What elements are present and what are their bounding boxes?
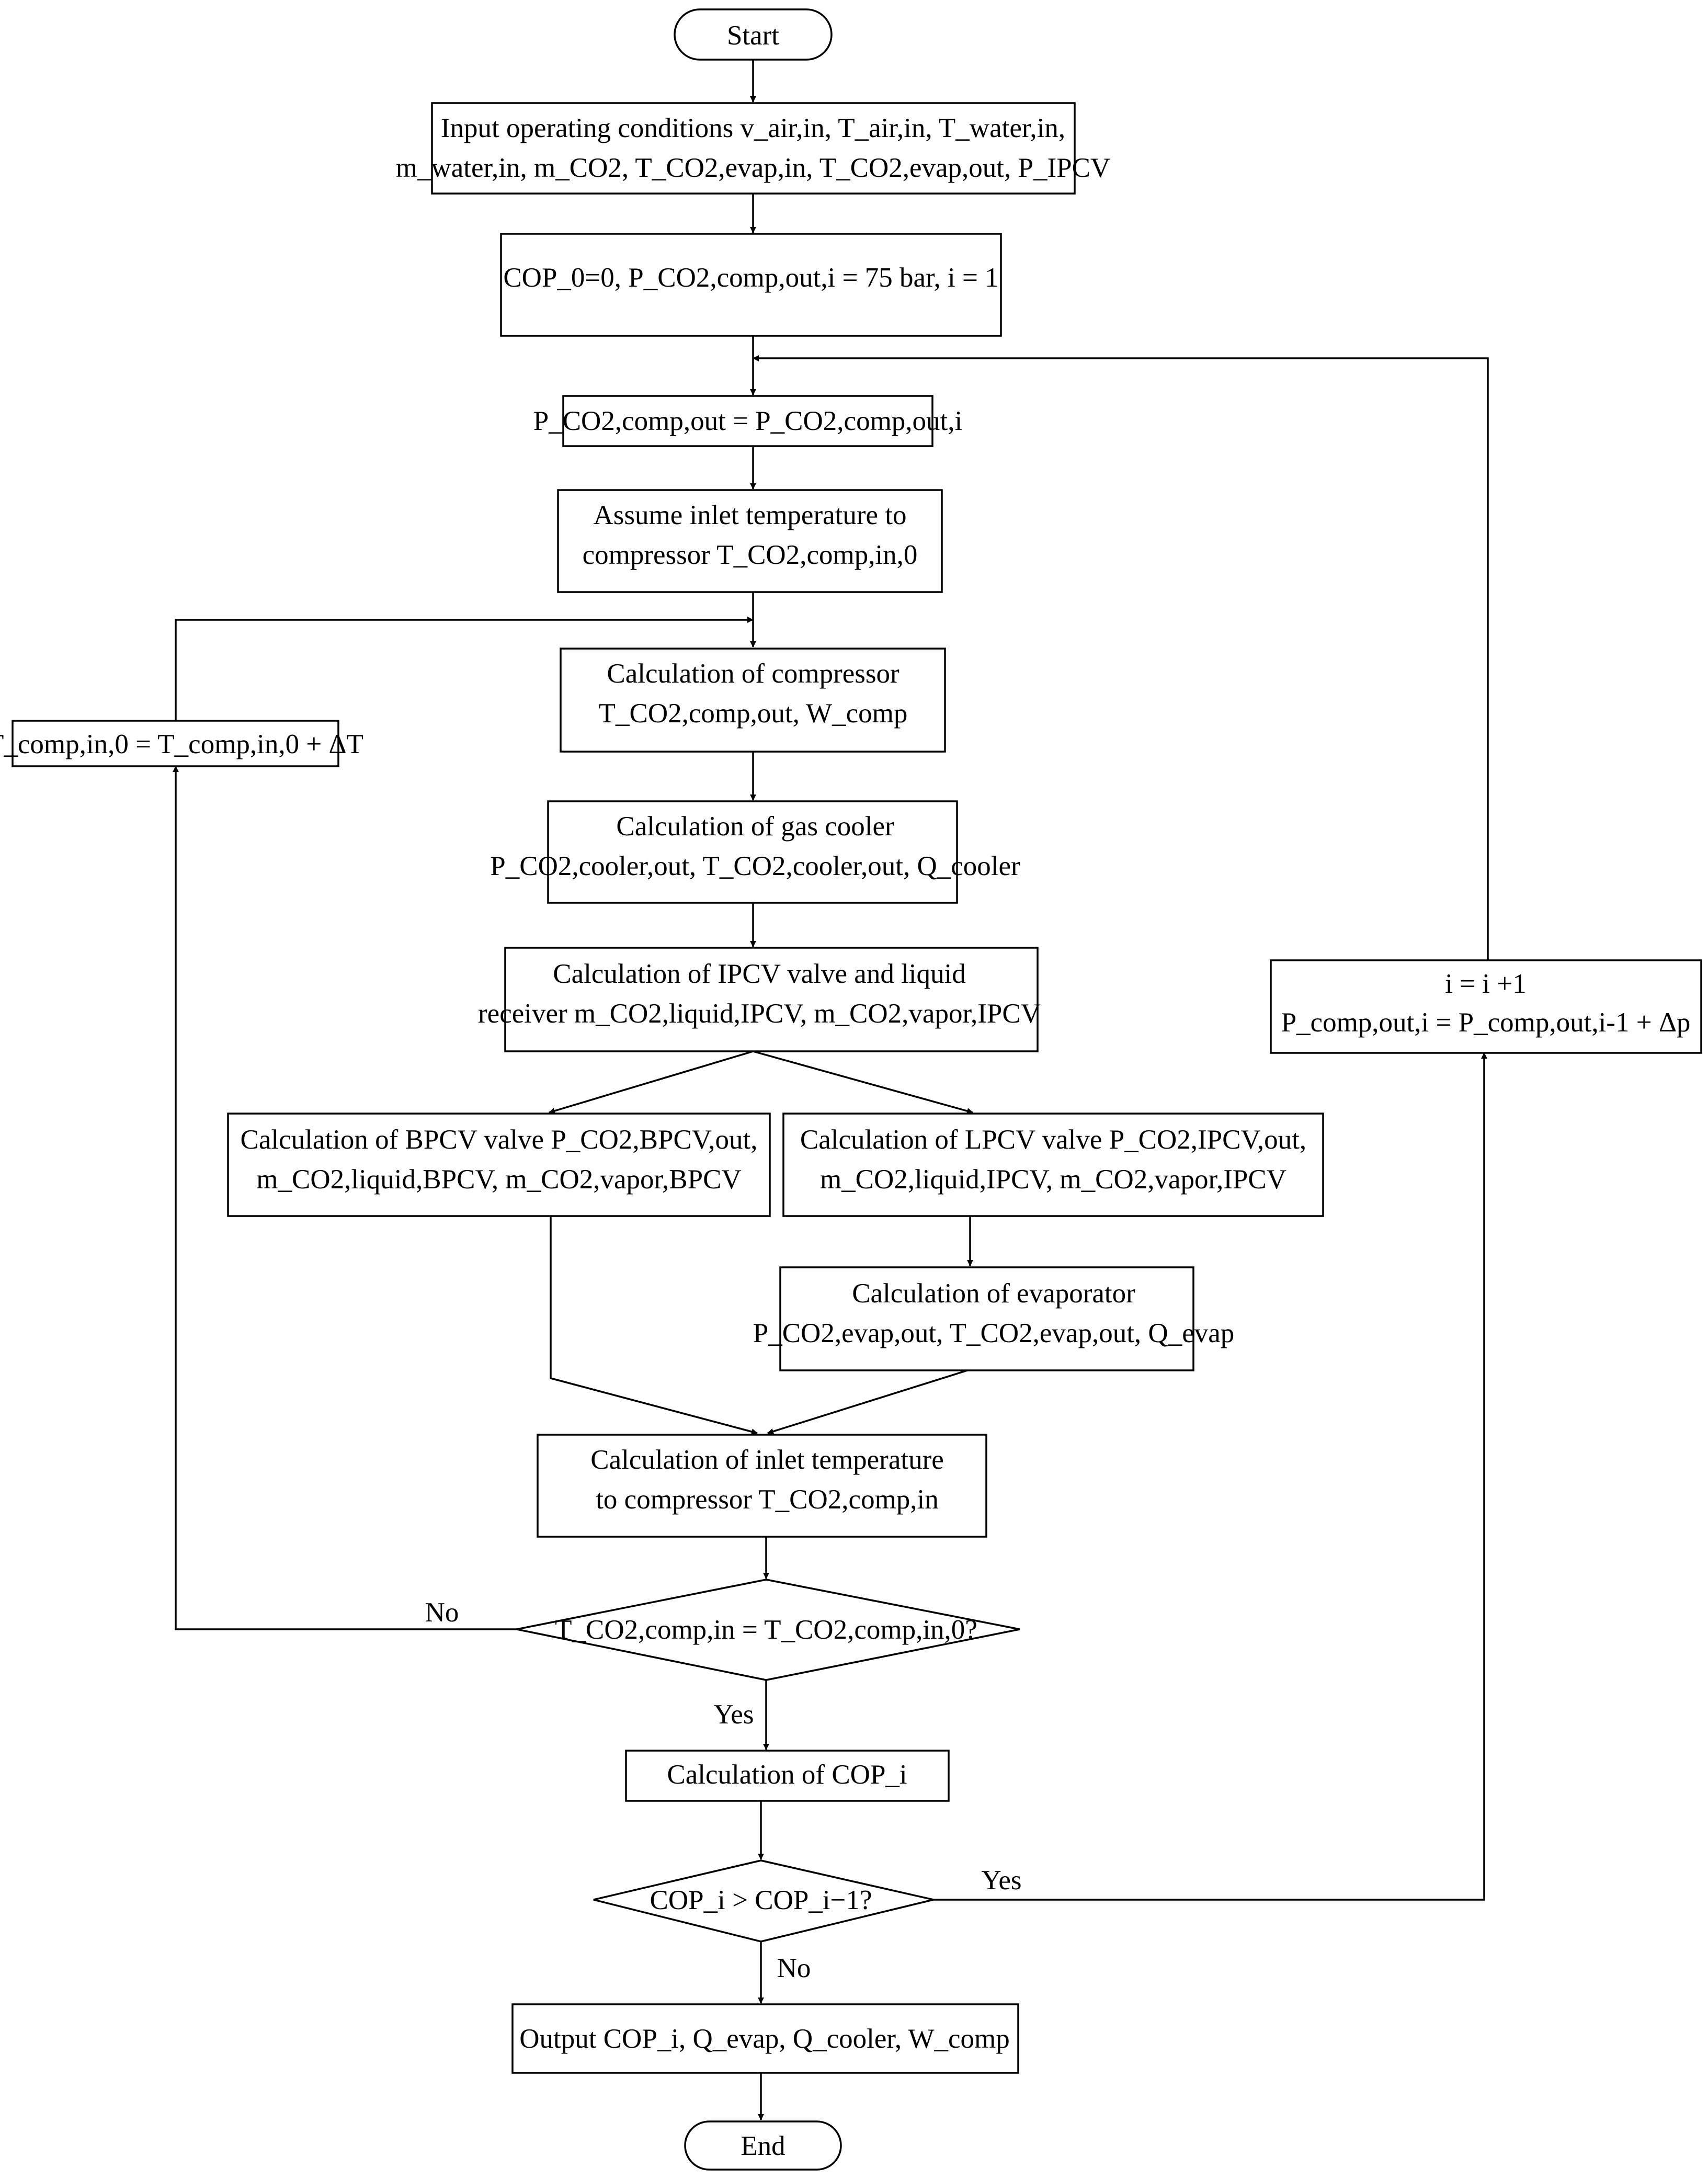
process-set-pressure-shape [562, 395, 933, 447]
node-cop-check: COP_i > COP_i−1? [593, 1859, 934, 1943]
node-assume-temp: Assume inlet temperature to compressor T… [557, 489, 943, 593]
node-init-line1: COP_0=0, P_CO2,comp,out,i = 75 bar, i = … [503, 263, 998, 293]
process-inlet-temp-shape [537, 1434, 987, 1538]
node-lpcv: Calculation of LPCV valve P_CO2,IPCV,out… [782, 1113, 1324, 1217]
decision-cop-check-shape [593, 1859, 934, 1943]
node-evaporator-line2: P_CO2,evap,out, T_CO2,evap,out, Q_evap [753, 1318, 1235, 1348]
node-gas-cooler-line1: Calculation of gas cooler [616, 811, 894, 842]
process-gas-cooler-shape [547, 800, 958, 904]
edge-evaporator-to-inlet-temp [767, 1369, 968, 1435]
node-lpcv-line1: Calculation of LPCV valve P_CO2,IPCV,out… [800, 1125, 1306, 1155]
process-temp-update-shape [12, 720, 339, 767]
node-lpcv-line2: m_CO2,liquid,IPCV, m_CO2,vapor,IPCV [820, 1164, 1286, 1195]
node-input-line1: Input operating conditions v_air,in, T_a… [441, 113, 1065, 143]
process-output-shape [511, 2003, 1019, 2074]
edge-increment-to-set-pressure [753, 355, 1489, 960]
node-inlet-temp: Calculation of inlet temperature to comp… [537, 1434, 987, 1538]
terminator-start-shape [674, 8, 833, 61]
node-start: Start [674, 8, 833, 61]
node-ipcv: Calculation of IPCV valve and liquid rec… [478, 947, 1041, 1052]
node-start-label: Start [727, 20, 779, 51]
node-temp-check: T_CO2,comp,in = T_CO2,comp,in,0? [516, 1579, 1020, 1681]
node-evaporator-line1: Calculation of evaporator [852, 1278, 1135, 1309]
process-input-shape [431, 102, 1076, 195]
node-gas-cooler-line2: P_CO2,cooler,out, T_CO2,cooler,out, Q_co… [490, 851, 1020, 881]
edge-cop-check-yes [933, 1052, 1487, 1901]
node-bpcv-line2: m_CO2,liquid,BPCV, m_CO2,vapor,BPCV [256, 1164, 742, 1195]
edge-temp-update-to-compressor [175, 617, 754, 721]
edges [173, 60, 1489, 2120]
node-set-pressure: P_CO2,comp,out = P_CO2,comp,out,i [533, 395, 963, 447]
process-compressor-shape [560, 648, 946, 753]
node-compressor-line1: Calculation of compressor [607, 659, 899, 689]
node-input-line2: m_water,in, m_CO2, T_CO2,evap,in, T_CO2,… [396, 153, 1110, 183]
node-ipcv-line2: receiver m_CO2,liquid,IPCV, m_CO2,vapor,… [478, 998, 1041, 1029]
edge-labels: No Yes Yes No [425, 1597, 1022, 1983]
node-ipcv-line1: Calculation of IPCV valve and liquid [553, 959, 966, 989]
node-cop-check-label: COP_i > COP_i−1? [650, 1885, 872, 1915]
edge-label-temp-yes: Yes [713, 1699, 754, 1730]
node-bpcv-line1: Calculation of BPCV valve P_CO2,BPCV,out… [241, 1125, 758, 1155]
node-increment: i = i +1 P_comp,out,i = P_comp,out,i-1 +… [1270, 959, 1702, 1054]
node-output: Output COP_i, Q_evap, Q_cooler, W_comp [511, 2003, 1019, 2074]
node-gas-cooler: Calculation of gas cooler P_CO2,cooler,o… [490, 800, 1020, 904]
process-lpcv-shape [782, 1113, 1324, 1217]
edge-label-temp-no: No [425, 1597, 459, 1628]
node-bpcv: Calculation of BPCV valve P_CO2,BPCV,out… [227, 1113, 771, 1217]
edge-temp-check-no [173, 766, 517, 1630]
edge-ipcv-to-lpcv [753, 1050, 973, 1114]
node-init: COP_0=0, P_CO2,comp,out,i = 75 bar, i = … [500, 233, 1002, 337]
node-output-label: Output COP_i, Q_evap, Q_cooler, W_comp [519, 2024, 1010, 2054]
node-temp-check-label: T_CO2,comp,in = T_CO2,comp,in,0? [555, 1615, 977, 1645]
node-cop-calc: Calculation of COP_i [625, 1750, 950, 1802]
process-bpcv-shape [227, 1113, 771, 1217]
node-set-pressure-line1: P_CO2,comp,out = P_CO2,comp,out,i [533, 406, 963, 436]
node-temp-update: T_comp,in,0 = T_comp,in,0 + ΔT [0, 720, 363, 767]
node-compressor-line2: T_CO2,comp,out, W_comp [599, 698, 908, 729]
node-assume-temp-line1: Assume inlet temperature to [593, 500, 906, 530]
process-cop-calc-shape [625, 1750, 950, 1802]
process-ipcv-shape [504, 947, 1039, 1052]
edge-label-cop-yes: Yes [981, 1865, 1021, 1896]
terminator-end-shape [684, 2120, 842, 2171]
process-assume-temp-shape [557, 489, 943, 593]
node-assume-temp-line2: compressor T_CO2,comp,in,0 [583, 540, 918, 570]
process-evaporator-shape [779, 1266, 1194, 1371]
node-evaporator: Calculation of evaporator P_CO2,evap,out… [753, 1266, 1235, 1371]
node-input: Input operating conditions v_air,in, T_a… [396, 102, 1110, 195]
decision-temp-check-shape [516, 1579, 1020, 1681]
node-increment-line1: i = i +1 [1445, 969, 1526, 999]
process-init-shape [500, 233, 1002, 337]
process-increment-shape [1270, 959, 1702, 1054]
node-compressor: Calculation of compressor T_CO2,comp,out… [560, 648, 946, 753]
edge-ipcv-to-bpcv [549, 1050, 754, 1114]
node-inlet-temp-line1: Calculation of inlet temperature [590, 1445, 944, 1475]
node-increment-line2: P_comp,out,i = P_comp,out,i-1 + Δp [1281, 1007, 1691, 1038]
node-inlet-temp-line2: to compressor T_CO2,comp,in [596, 1484, 939, 1515]
node-end-label: End [741, 2131, 785, 2161]
node-temp-update-label: T_comp,in,0 = T_comp,in,0 + ΔT [0, 729, 363, 759]
node-end: End [684, 2120, 842, 2171]
edge-bpcv-to-inlet-temp [550, 1216, 758, 1435]
node-cop-calc-label: Calculation of COP_i [667, 1760, 907, 1790]
edge-label-cop-no: No [777, 1953, 811, 1983]
